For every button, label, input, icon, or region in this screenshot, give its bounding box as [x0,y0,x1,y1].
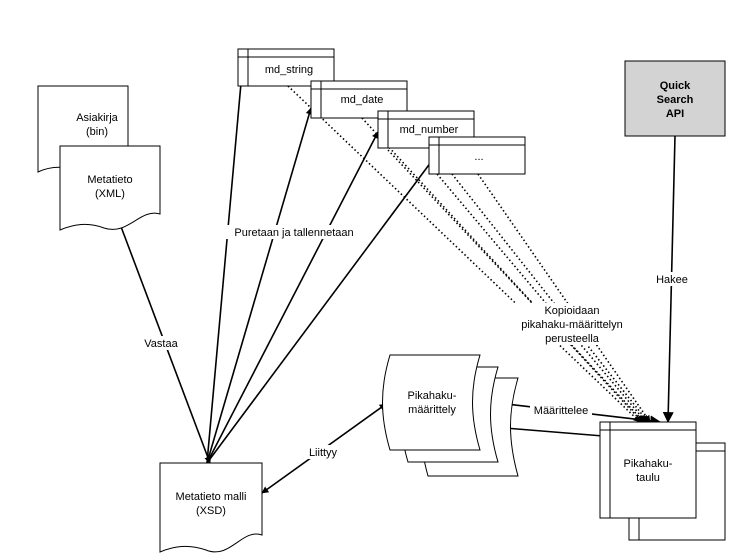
node-pikahaku-taulu: Pikahaku- taulu [599,421,726,541]
liittyy-label: Liittyy [309,447,338,459]
edge-to-md-more [206,149,441,464]
hakee-label: Hakee [656,274,688,286]
pikahaku-taulu-label-1: Pikahaku- [624,458,673,470]
edge-label-maarittelee: Määrittelee [530,403,592,417]
kopioidaan-label-2: pikahaku-määrittelyn [521,319,623,331]
pikahaku-maarittely-label-1: Pikahaku- [408,390,457,402]
quick-search-api-label-3: API [666,108,684,120]
metatieto-malli-label-1: Metatieto malli [176,491,247,503]
md-string-label: md_string [265,64,313,76]
kopioidaan-label-1: Kopioidaan [544,305,599,317]
edge-label-hakee: Hakee [652,272,692,286]
edge-label-kopioidaan: Kopioidaan pikahaku-määrittelyn perustee… [513,303,631,345]
puretaan-label: Puretaan ja tallennetaan [234,227,353,239]
node-pikahaku-maarittely: Pikahaku- määrittely [382,354,519,477]
edge-label-puretaan: Puretaan ja tallennetaan [226,225,362,239]
maarittelee-label: Määrittelee [534,405,588,417]
pikahaku-taulu-label-2: taulu [636,472,660,484]
node-quick-search-api: Quick Search API [624,60,726,137]
table-md-more: ... [428,136,526,175]
asiakirja-label-1: Asiakirja [76,112,118,124]
md-number-label: md_number [400,124,459,136]
node-metatieto-xml: Metatieto (XML) [59,145,161,231]
md-more-label: ... [474,151,483,163]
pikahaku-maarittely-label-2: määrittely [408,404,456,416]
edge-to-md-number [206,131,379,464]
edge-maarittelee-connector [504,427,604,437]
edge-copy-md-number-2 [431,167,647,423]
edge-label-liittyy: Liittyy [305,445,341,459]
edge-to-md-string [206,71,245,464]
asiakirja-label-2: (bin) [86,126,108,138]
metatieto-xml-label-2: (XML) [95,188,125,200]
vastaa-label: Vastaa [144,338,178,350]
node-metatieto-malli: Metatieto malli (XSD) [159,462,263,553]
metatieto-malli-label-2: (XSD) [196,505,226,517]
quick-search-api-label-2: Search [657,94,694,106]
edge-label-vastaa: Vastaa [140,336,182,350]
edge-copy-md-string [287,85,641,423]
quick-search-api-label-1: Quick [660,80,691,92]
edge-copy-md-more [451,173,649,423]
table-md-string: md_string [237,48,335,87]
edge-to-md-date [206,107,313,464]
md-date-label: md_date [341,94,384,106]
kopioidaan-label-3: perusteella [545,333,600,345]
metatieto-xml-label-1: Metatieto [87,174,132,186]
edge-copy-md-date [361,117,643,423]
